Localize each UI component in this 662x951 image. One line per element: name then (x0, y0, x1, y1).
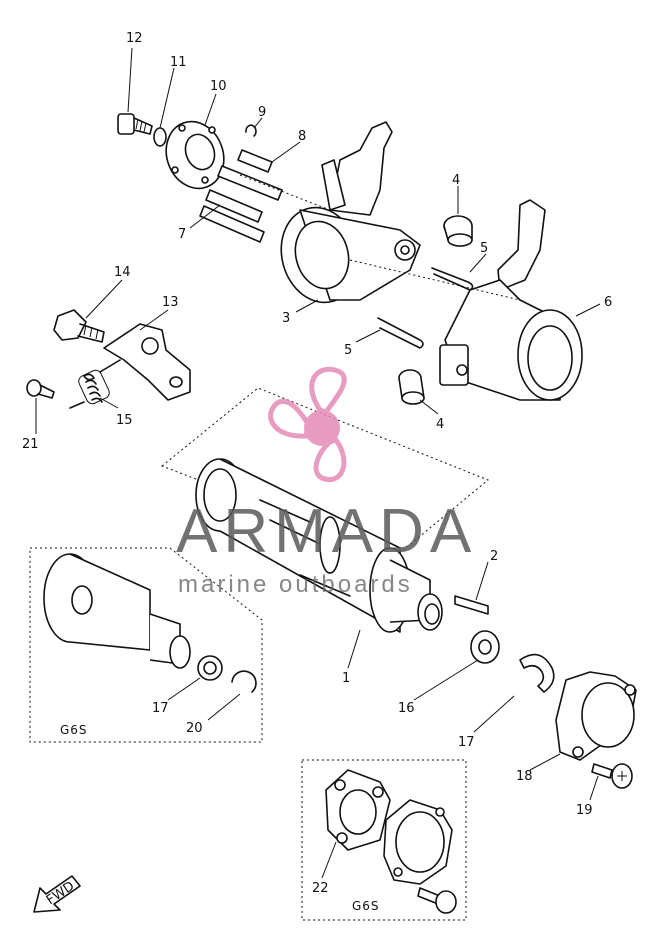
gasket-22 (325, 769, 391, 851)
callout-17-left: 17 (152, 701, 169, 716)
bolt-14 (53, 309, 105, 343)
callout-19: 19 (576, 803, 593, 818)
washer-16 (470, 630, 500, 664)
callout-5-upper: 5 (480, 241, 488, 256)
g6s-variant-box-bottom (301, 759, 467, 921)
callout-18: 18 (516, 769, 533, 784)
shift-fork-6 (439, 199, 583, 401)
callout-17-right: 17 (458, 735, 475, 750)
screw-19 (591, 763, 633, 789)
callout-8: 8 (298, 129, 306, 144)
callout-3: 3 (282, 311, 290, 326)
pin-plate-assembly (117, 113, 283, 243)
callout-16: 16 (398, 701, 415, 716)
drum-guide-box (161, 387, 489, 557)
pins-7 (199, 189, 265, 243)
fwd-direction-arrow: FWD (33, 875, 81, 913)
watermark-tagline: marine outboards (178, 571, 413, 598)
stopper-lever-assembly (26, 309, 191, 409)
callout-1: 1 (342, 671, 350, 686)
roller-4-lower (398, 369, 425, 405)
g6s-drum-variant (43, 553, 191, 669)
cover-variant (383, 799, 453, 885)
circlip-9 (245, 124, 257, 137)
variant-label-bottom: G6S (352, 899, 380, 913)
roller-4-upper (443, 215, 473, 247)
variant-label-left: G6S (60, 723, 88, 737)
cover-18 (555, 671, 637, 761)
callout-13: 13 (162, 295, 179, 310)
callout-6: 6 (604, 295, 612, 310)
stopper-lever-13 (103, 323, 191, 401)
callout-14: 14 (114, 265, 131, 280)
watermark-brand: ARMADA (176, 497, 477, 566)
callout-21: 21 (22, 437, 39, 452)
propeller-logo (268, 366, 347, 483)
circlip-17-left (197, 655, 223, 681)
screw-21 (26, 379, 55, 399)
screw-12 (117, 113, 153, 135)
callout-12: 12 (126, 31, 143, 46)
circlip-20 (231, 670, 257, 693)
pin-plate-10 (165, 120, 225, 190)
shaft-2 (454, 595, 489, 615)
callout-7: 7 (178, 227, 186, 242)
cotter-pin-5-lower (377, 317, 424, 349)
shift-fork-3 (280, 121, 421, 304)
watermark: ARMADA marine outboards (176, 366, 477, 598)
pins-8 (217, 149, 283, 201)
circlip-17-right (519, 653, 555, 693)
callout-10: 10 (210, 79, 227, 94)
screw-variant (417, 887, 457, 914)
callout-22: 22 (312, 881, 329, 896)
callout-4-upper: 4 (452, 173, 460, 188)
leader-lines (35, 47, 601, 879)
cotter-pin-5-upper (431, 267, 474, 291)
callout-5-lower: 5 (344, 343, 352, 358)
shift-drum-1 (195, 458, 443, 633)
callout-2: 2 (490, 549, 498, 564)
spring-15 (69, 359, 121, 409)
callout-9: 9 (258, 105, 266, 120)
g6s-variant-box-left (29, 547, 263, 743)
callout-15: 15 (116, 413, 133, 428)
washer-11 (153, 127, 167, 147)
callout-20: 20 (186, 721, 203, 736)
callout-11: 11 (170, 55, 187, 70)
callout-4-lower: 4 (436, 417, 444, 432)
